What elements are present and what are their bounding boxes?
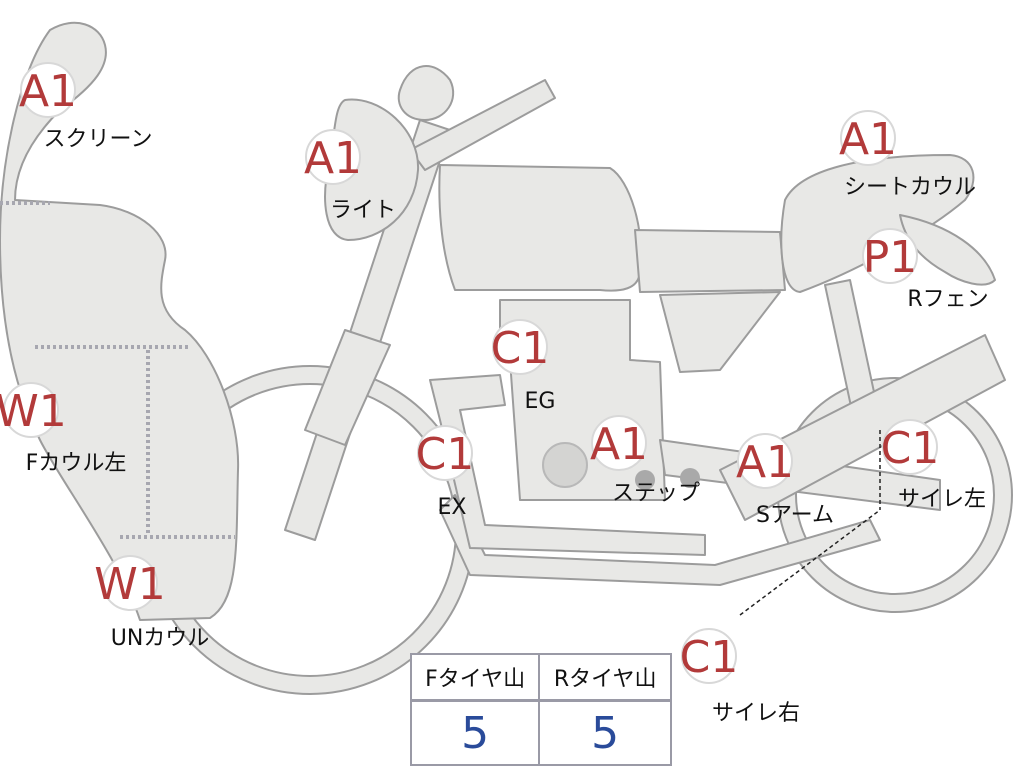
step-peg — [635, 470, 655, 490]
grade-text: C1 — [881, 423, 940, 474]
leader-line-silencer-right — [739, 509, 881, 616]
grade-text: C1 — [416, 429, 475, 480]
step-peg-2 — [680, 468, 700, 488]
fuel-tank — [438, 164, 642, 292]
engine-cover — [542, 442, 588, 488]
grade-text: P1 — [863, 232, 918, 283]
marker-seat-cowl: A1 シートカウル — [839, 110, 976, 200]
grade-text: A1 — [304, 133, 362, 184]
part-label: サイレ左 — [898, 487, 986, 512]
tread-header-row: Fタイヤ山 Rタイヤ山 — [409, 653, 672, 702]
marker-step: A1 ステップ — [590, 415, 700, 506]
rear-frame — [634, 229, 786, 293]
grade-text: W1 — [0, 386, 67, 437]
marker-light: A1 ライト — [304, 129, 396, 223]
marker-silencer-left: C1 サイレ左 — [881, 419, 986, 512]
rear-tire-value: 5 — [538, 699, 672, 766]
marker-swing-arm: A1 Sアーム — [736, 433, 834, 528]
grade-text: W1 — [94, 559, 166, 610]
part-label: Rフェン — [907, 287, 988, 312]
part-label: ライト — [330, 198, 396, 223]
marker-f-cowl-left: W1 Fカウル左 — [0, 382, 127, 476]
cowl-panel-lines — [0, 201, 235, 539]
part-label: EX — [438, 495, 467, 520]
grade-text: A1 — [839, 114, 897, 165]
tread-value-row: 5 5 — [409, 699, 672, 766]
handlebar — [409, 79, 556, 171]
marker-under-cowl: W1 UNカウル — [94, 555, 210, 651]
grade-text: A1 — [590, 419, 648, 470]
part-label: UNカウル — [111, 626, 210, 651]
part-label: スクリーン — [44, 127, 153, 152]
front-tire-value: 5 — [409, 699, 541, 766]
marker-screen: A1 スクリーン — [19, 62, 153, 152]
marker-r-fender: P1 Rフェン — [862, 228, 989, 312]
front-tire-header: Fタイヤ山 — [409, 653, 541, 702]
fork-guard — [304, 329, 391, 446]
grade-text: A1 — [19, 66, 77, 117]
part-label: シートカウル — [844, 175, 976, 200]
marker-silencer-right: C1 サイレ右 — [680, 628, 800, 726]
grade-text: A1 — [736, 437, 794, 488]
marker-engine: C1 EG — [491, 319, 556, 414]
marker-exhaust: C1 EX — [416, 425, 475, 520]
side-cover — [659, 291, 781, 373]
tire-tread-table: Fタイヤ山 Rタイヤ山 5 5 — [409, 653, 672, 766]
muffler-shape — [719, 334, 1006, 521]
part-label: サイレ右 — [712, 701, 800, 726]
part-label: Fカウル左 — [26, 451, 127, 476]
grade-text: C1 — [680, 632, 739, 683]
meter — [397, 65, 455, 121]
part-label: EG — [525, 389, 556, 414]
part-label: Sアーム — [756, 503, 834, 528]
part-label: ステップ — [612, 481, 700, 506]
rear-tire-header: Rタイヤ山 — [538, 653, 672, 702]
exhaust-pipe — [429, 374, 706, 556]
grade-text: C1 — [491, 323, 550, 374]
